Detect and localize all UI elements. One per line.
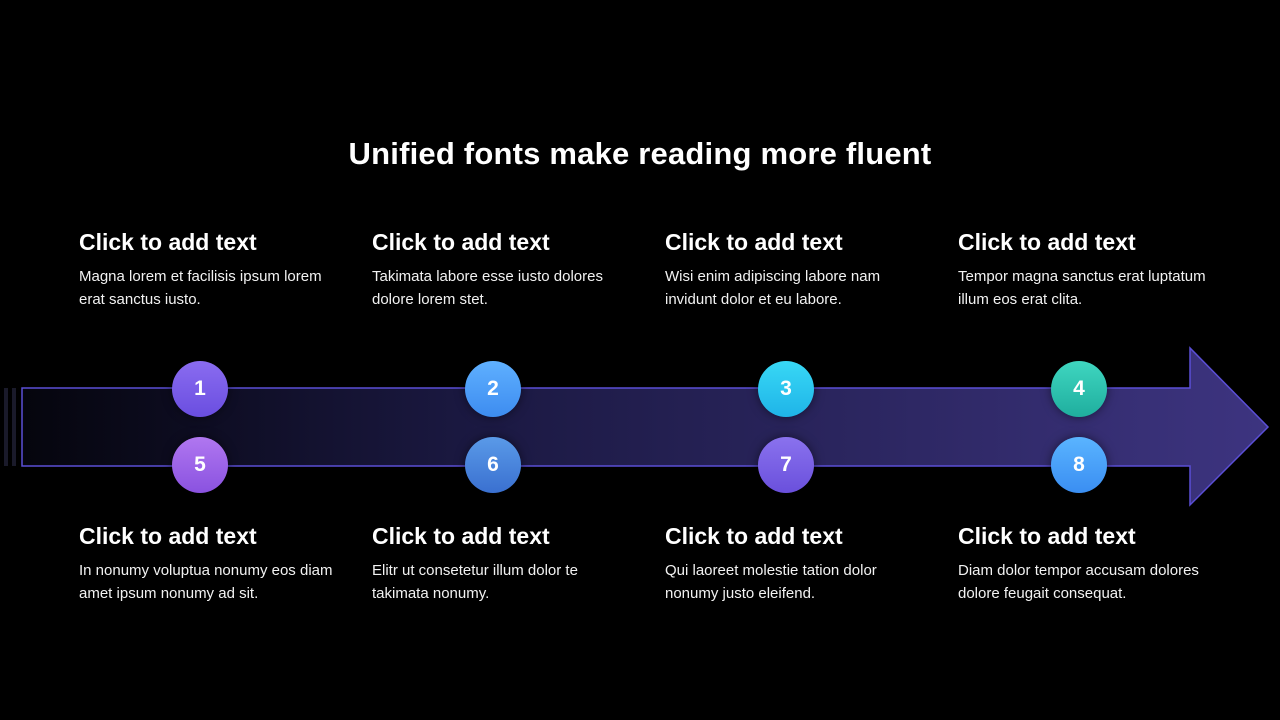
step-body: In nonumy voluptua nonumy eos diam amet … [79, 562, 333, 602]
step-title[interactable]: Click to add text [79, 229, 257, 255]
step-body: Tempor magna sanctus erat luptatum illum… [958, 268, 1206, 308]
step-badge-2: 2 [465, 361, 521, 417]
step-body: Takimata labore esse iusto dolores dolor… [372, 268, 603, 308]
step-body: Elitr ut consetetur illum dolor te takim… [372, 562, 578, 602]
step-title[interactable]: Click to add text [958, 523, 1136, 549]
step-card-1: Click to add text Magna lorem et facilis… [79, 228, 339, 311]
step-badge-4: 4 [1051, 361, 1107, 417]
step-card-4: Click to add text Tempor magna sanctus e… [958, 228, 1218, 311]
step-card-5: Click to add text In nonumy voluptua non… [79, 522, 339, 605]
step-card-7: Click to add text Qui laoreet molestie t… [665, 522, 925, 605]
step-title[interactable]: Click to add text [79, 523, 257, 549]
page-title: Unified fonts make reading more fluent [348, 136, 932, 171]
arrow-tail-stripe [12, 388, 16, 466]
step-body: Magna lorem et facilisis ipsum lorem era… [79, 268, 322, 308]
step-title[interactable]: Click to add text [958, 229, 1136, 255]
step-card-3: Click to add text Wisi enim adipiscing l… [665, 228, 925, 311]
step-card-2: Click to add text Takimata labore esse i… [372, 228, 632, 311]
step-body: Qui laoreet molestie tation dolor nonumy… [665, 562, 877, 602]
step-title[interactable]: Click to add text [665, 523, 843, 549]
step-card-8: Click to add text Diam dolor tempor accu… [958, 522, 1218, 605]
step-badge-3: 3 [758, 361, 814, 417]
step-badge-6: 6 [465, 437, 521, 493]
step-badge-7: 7 [758, 437, 814, 493]
arrow-tail-stripe [4, 388, 8, 466]
step-badge-1: 1 [172, 361, 228, 417]
step-title[interactable]: Click to add text [665, 229, 843, 255]
step-badge-8: 8 [1051, 437, 1107, 493]
step-title[interactable]: Click to add text [372, 229, 550, 255]
step-title[interactable]: Click to add text [372, 523, 550, 549]
step-body: Wisi enim adipiscing labore nam invidunt… [665, 268, 881, 308]
step-body: Diam dolor tempor accusam dolores dolore… [958, 562, 1199, 602]
step-badge-5: 5 [172, 437, 228, 493]
step-card-6: Click to add text Elitr ut consetetur il… [372, 522, 632, 605]
